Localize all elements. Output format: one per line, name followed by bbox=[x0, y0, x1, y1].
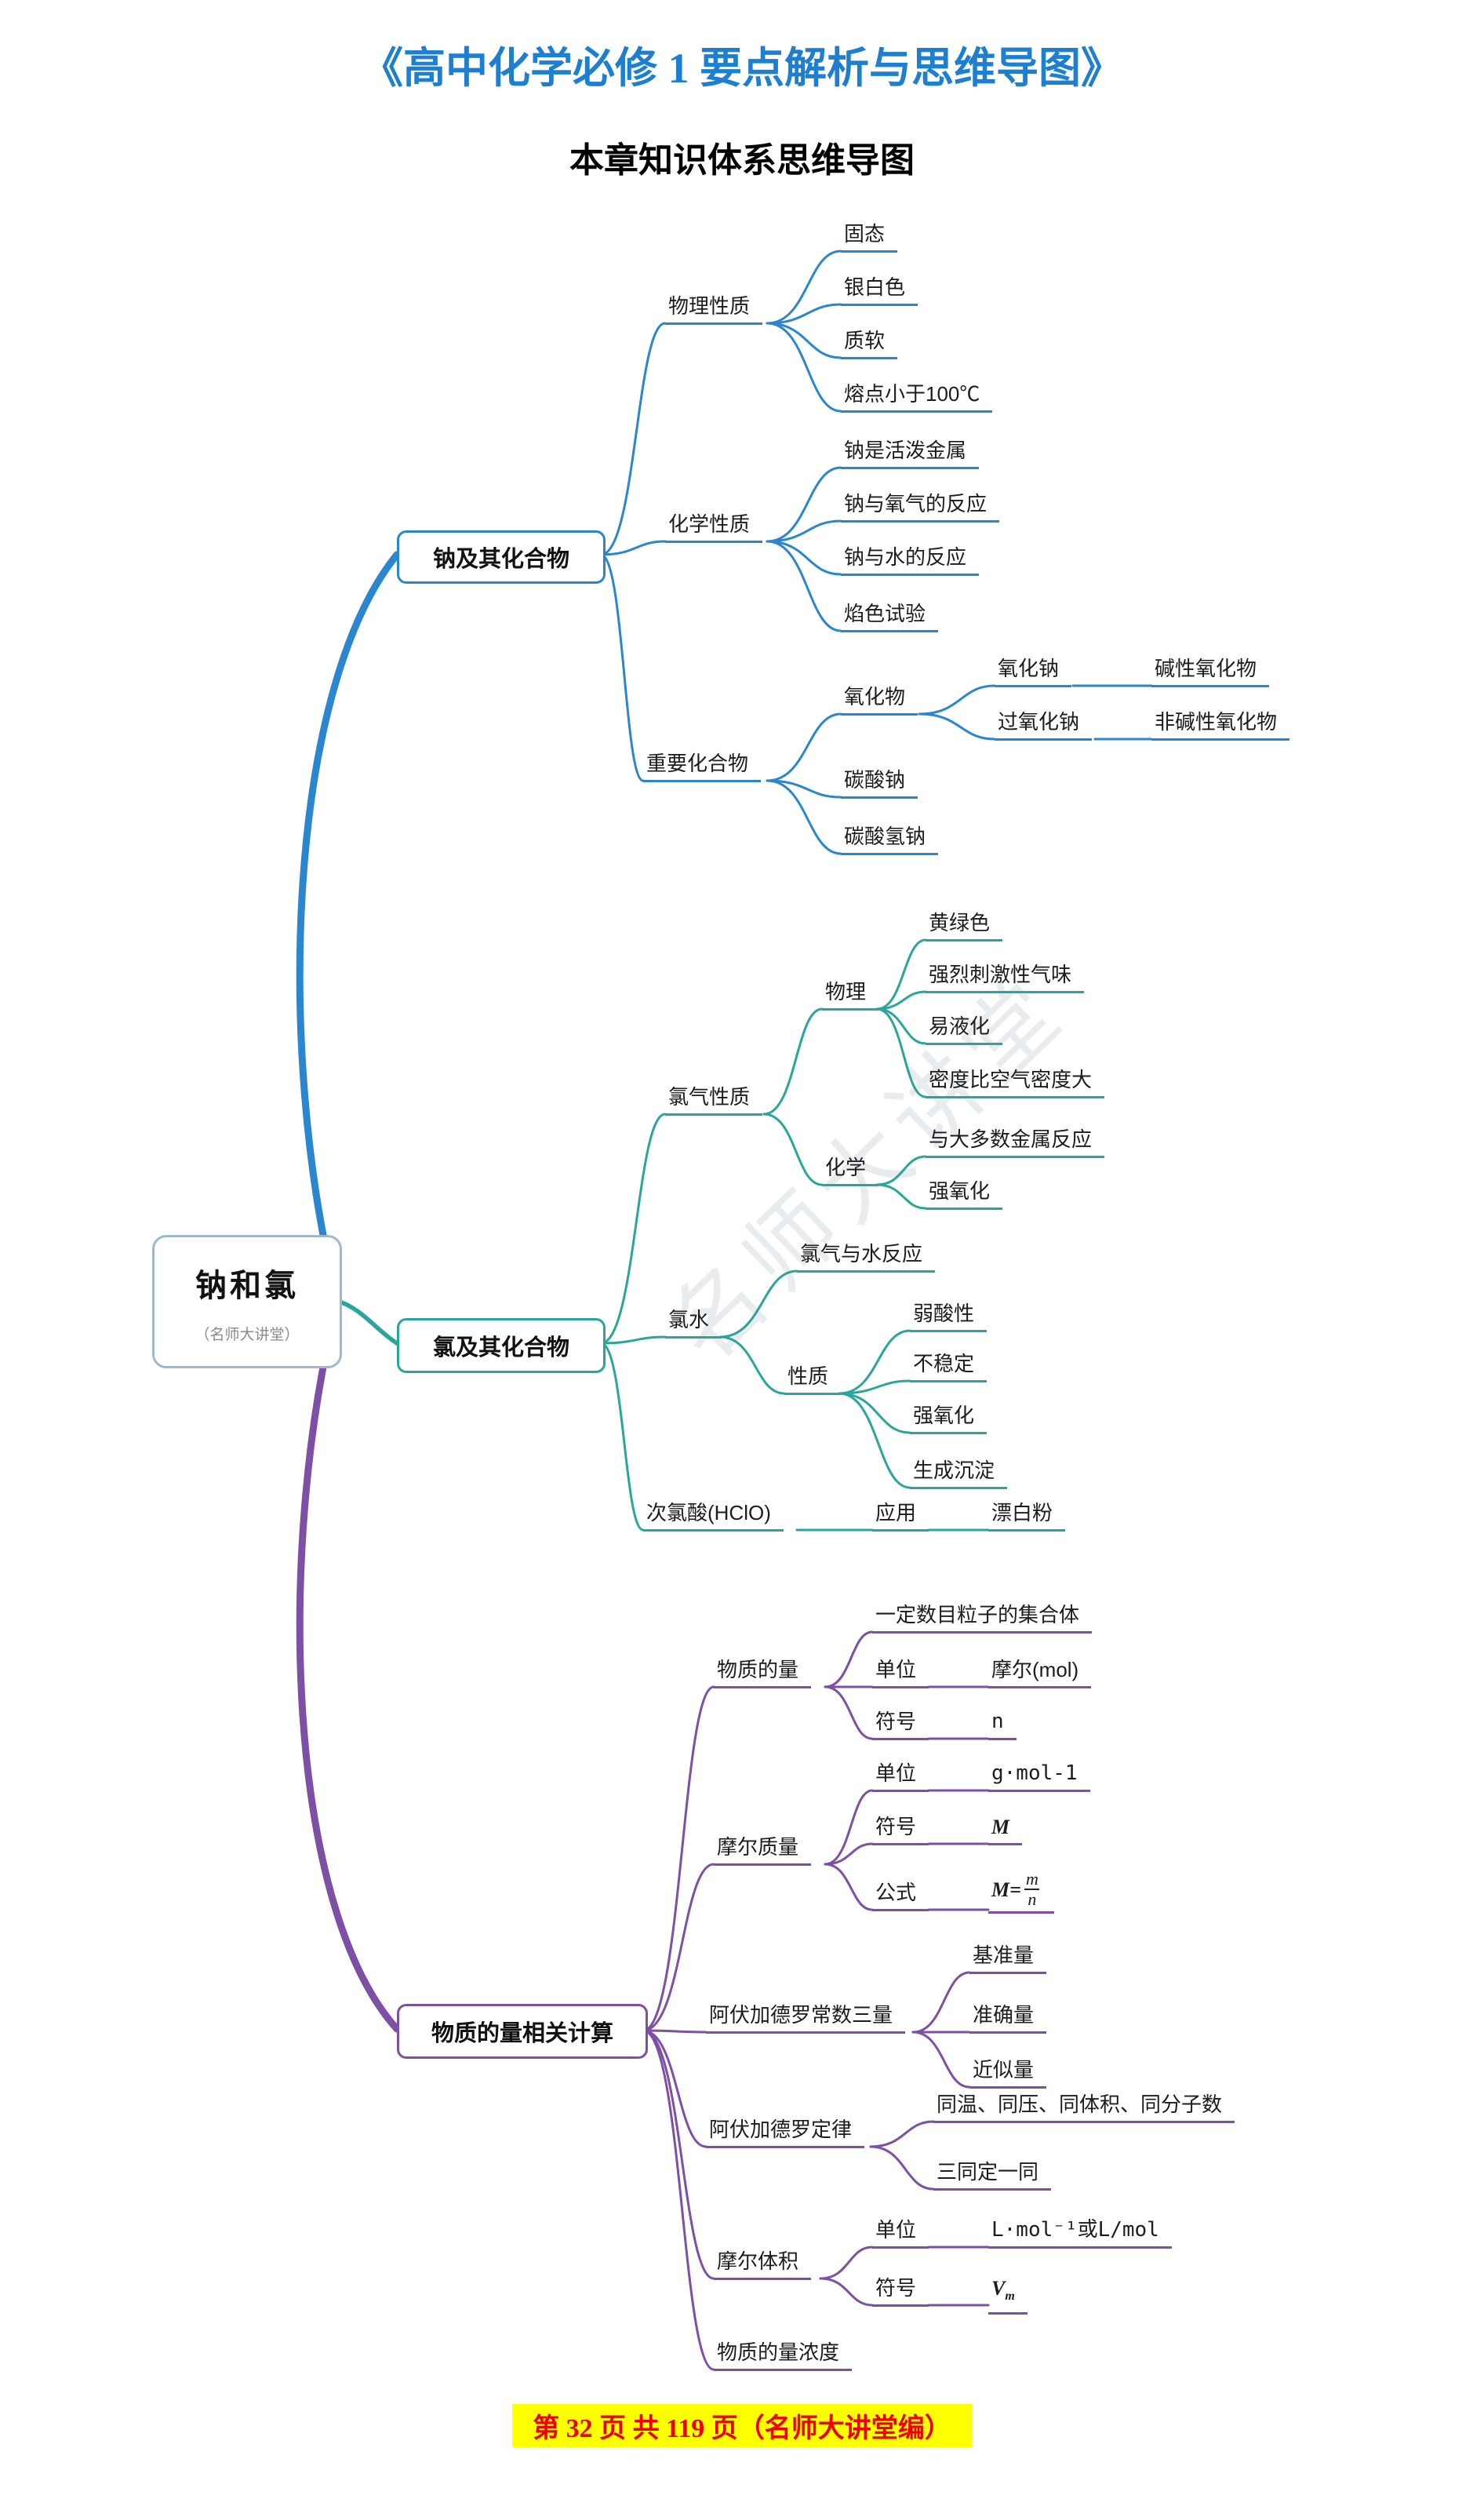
node-molar-mass-formula-label: 公式 bbox=[872, 1879, 929, 1911]
node-amount-symbol-label: 符号 bbox=[872, 1708, 929, 1740]
node-three-same-one: 三同定一同 bbox=[933, 2158, 1052, 2191]
node-strong-oxidizing: 强氧化 bbox=[926, 1178, 1003, 1210]
node-molar-volume: 摩尔体积 bbox=[714, 2248, 812, 2280]
symbol-v: V bbox=[991, 2277, 1006, 2300]
node-cl-water-reaction: 氯气与水反应 bbox=[797, 1240, 936, 1273]
node-molar-mass-unit-label: 单位 bbox=[872, 1760, 929, 1792]
node-hclo-application-label: 应用 bbox=[872, 1499, 929, 1532]
node-soft: 质软 bbox=[841, 327, 898, 359]
node-sodium-chemical: 化学性质 bbox=[665, 511, 763, 543]
node-molar-volume-unit-label: 单位 bbox=[872, 2216, 929, 2249]
node-solid-state: 固态 bbox=[841, 220, 898, 253]
node-base-quantity: 基准量 bbox=[969, 1942, 1047, 1974]
symbol-v-sub: m bbox=[1005, 2289, 1015, 2304]
node-react-oxygen: 钠与氧气的反应 bbox=[841, 490, 1000, 523]
node-cl-chemical: 化学 bbox=[822, 1154, 879, 1186]
node-react-water: 钠与水的反应 bbox=[841, 544, 980, 576]
node-accurate-quantity: 准确量 bbox=[969, 2002, 1047, 2034]
node-pungent-smell: 强烈刺激性气味 bbox=[926, 961, 1085, 993]
node-amount-definition: 一定数目粒子的集合体 bbox=[872, 1601, 1093, 1634]
node-oxides: 氧化物 bbox=[841, 683, 918, 716]
node-concentration: 物质的量浓度 bbox=[714, 2339, 853, 2371]
node-molar-volume-unit-value: L·mol⁻¹或L/mol bbox=[988, 2216, 1172, 2249]
node-liquefiable: 易液化 bbox=[926, 1013, 1003, 1045]
root-node: 钠和氯 （名师大讲堂） bbox=[152, 1235, 342, 1368]
page-footer: 第 32 页 共 119 页（名师大讲堂编） bbox=[512, 2404, 972, 2447]
node-molar-mass-symbol-value: M bbox=[988, 1813, 1023, 1845]
doc-title: 《高中化学必修 1 要点解析与思维导图》 bbox=[361, 45, 1123, 92]
node-approximate-quantity: 近似量 bbox=[969, 2056, 1047, 2089]
node-important-compounds: 重要化合物 bbox=[643, 750, 762, 782]
node-sodium-peroxide: 过氧化钠 bbox=[995, 708, 1093, 741]
node-basic-oxide: 碱性氧化物 bbox=[1151, 655, 1270, 687]
node-flame-test: 焰色试验 bbox=[841, 600, 939, 632]
node-sodium-bicarbonate: 碳酸氢钠 bbox=[841, 823, 939, 855]
node-weak-acid: 弱酸性 bbox=[910, 1300, 988, 1332]
chapter-map-title: 本章知识体系思维导图 bbox=[569, 141, 915, 180]
node-cl-water-properties: 性质 bbox=[784, 1363, 842, 1395]
branch-chlorine: 氯及其化合物 bbox=[397, 1318, 606, 1373]
formula-denominator: n bbox=[1024, 1889, 1040, 1908]
branch-sodium: 钠及其化合物 bbox=[397, 530, 606, 584]
node-avogadro-law: 阿伏加德罗定律 bbox=[706, 2116, 865, 2148]
node-non-basic-oxide: 非碱性氧化物 bbox=[1151, 708, 1290, 741]
node-molar-volume-symbol-value: Vm bbox=[988, 2275, 1028, 2315]
node-molar-mass: 摩尔质量 bbox=[714, 1834, 812, 1866]
node-molar-mass-unit-value: g·mol-1 bbox=[988, 1760, 1090, 1792]
node-density: 密度比空气密度大 bbox=[926, 1066, 1105, 1098]
node-molar-mass-symbol-label: 符号 bbox=[872, 1813, 929, 1845]
node-sodium-physical: 物理性质 bbox=[665, 293, 763, 325]
node-sodium-oxide: 氧化钠 bbox=[995, 655, 1072, 687]
node-amount-unit-value: 摩尔(mol) bbox=[988, 1656, 1092, 1688]
node-hclo: 次氯酸(HClO) bbox=[643, 1499, 784, 1532]
node-sodium-carbonate: 碳酸钠 bbox=[841, 767, 918, 799]
root-label: 钠和氯 bbox=[195, 1268, 299, 1303]
node-strong-oxidizing-2: 强氧化 bbox=[910, 1402, 988, 1434]
formula-numerator: m bbox=[1025, 1869, 1038, 1889]
node-precipitate: 生成沉淀 bbox=[910, 1457, 1008, 1489]
node-amount-unit-label: 单位 bbox=[872, 1656, 929, 1688]
node-unstable: 不稳定 bbox=[910, 1350, 988, 1382]
node-avogadro-constant: 阿伏加德罗常数三量 bbox=[706, 2002, 906, 2034]
node-cl-physical: 物理 bbox=[822, 978, 879, 1011]
node-silver-white: 银白色 bbox=[841, 274, 918, 306]
node-chlorine-gas-properties: 氯气性质 bbox=[665, 1084, 763, 1116]
node-amount-of-substance: 物质的量 bbox=[714, 1656, 812, 1688]
branch-mole-calculation: 物质的量相关计算 bbox=[397, 2004, 648, 2059]
node-active-metal: 钠是活泼金属 bbox=[841, 437, 980, 469]
node-melting-point: 熔点小于100℃ bbox=[841, 381, 993, 413]
node-molar-volume-symbol-label: 符号 bbox=[872, 2275, 929, 2307]
node-yellow-green: 黄绿色 bbox=[926, 909, 1003, 942]
formula-prefix: M= bbox=[991, 1878, 1021, 1901]
node-same-conditions: 同温、同压、同体积、同分子数 bbox=[933, 2091, 1235, 2123]
node-chlorine-water: 氯水 bbox=[665, 1306, 722, 1339]
node-hclo-application-value: 漂白粉 bbox=[988, 1499, 1066, 1532]
node-amount-symbol-value: n bbox=[988, 1708, 1017, 1740]
root-sublabel: （名师大讲堂） bbox=[195, 1326, 300, 1343]
node-react-metals: 与大多数金属反应 bbox=[926, 1126, 1105, 1158]
